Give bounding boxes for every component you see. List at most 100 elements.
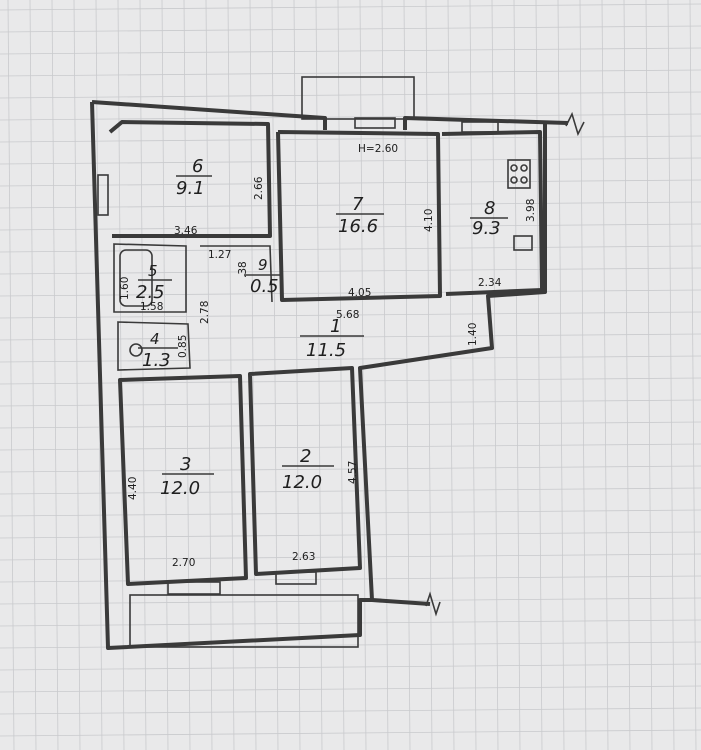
room-1-number: 1 xyxy=(330,316,341,337)
interior-walls xyxy=(108,120,544,586)
room-9-number: 9 xyxy=(258,256,268,274)
grid-line xyxy=(0,179,701,187)
grid-line xyxy=(0,377,701,385)
grid-line xyxy=(689,0,697,750)
room-5-area: 2.5 xyxy=(136,282,165,303)
grid-line xyxy=(0,333,701,341)
grid-line xyxy=(0,575,701,583)
room-2-number: 2 xyxy=(300,446,311,467)
grid-line xyxy=(0,3,701,11)
dim-r7-width: 4.05 xyxy=(348,287,371,299)
grid-line xyxy=(117,0,125,750)
outer-walls xyxy=(90,100,569,650)
grid-line xyxy=(183,0,191,750)
windows xyxy=(97,117,499,595)
room-3-number: 3 xyxy=(180,454,191,475)
grid-line xyxy=(315,0,323,750)
dim-hall-side: 2.78 xyxy=(199,301,211,324)
sink-icon xyxy=(513,235,533,251)
grid-line xyxy=(0,201,701,209)
grid-line xyxy=(0,113,701,121)
dim-r5-depth: 1.60 xyxy=(119,277,131,300)
grid-line xyxy=(0,223,701,231)
grid-line xyxy=(0,311,701,319)
room-4-area: 1.3 xyxy=(142,350,171,371)
break-mark-bottom xyxy=(425,591,441,617)
grid-line xyxy=(535,0,543,750)
grid-line xyxy=(0,69,701,77)
grid-line xyxy=(0,245,701,253)
grid-line xyxy=(425,0,433,750)
bathtub-icon xyxy=(119,249,153,307)
grid-line xyxy=(0,289,701,297)
room-7-area: 16.6 xyxy=(338,216,378,237)
grid-line xyxy=(381,0,389,750)
dim-r8-width: 2.34 xyxy=(478,277,502,289)
grid-line xyxy=(557,0,565,750)
grid-line xyxy=(0,663,701,671)
grid-line xyxy=(469,0,477,750)
grid-line xyxy=(447,0,455,750)
dim-hall-width: 5.68 xyxy=(336,309,359,321)
grid-line xyxy=(623,0,631,750)
grid-line xyxy=(337,0,345,750)
grid-line xyxy=(161,0,169,750)
dim-r2-width: 2.63 xyxy=(292,551,315,563)
grid-line xyxy=(7,0,15,750)
grid-line xyxy=(0,729,701,737)
grid-line xyxy=(403,0,411,750)
dim-r7-depth: 4.10 xyxy=(423,209,435,232)
grid-line xyxy=(0,685,701,693)
dim-r4-depth: 0.85 xyxy=(177,335,189,358)
balcony-top xyxy=(301,76,415,120)
grid-line xyxy=(645,0,653,750)
dim-r6-width: 3.46 xyxy=(174,225,198,237)
dim-r6-depth: 2.66 xyxy=(253,176,265,200)
grid-line xyxy=(0,47,701,55)
toilet-icon xyxy=(129,343,143,357)
dimension-labels: H=2.60 3.46 2.66 4.05 4.10 2.34 3.98 1.2… xyxy=(119,143,537,569)
grid-line xyxy=(0,487,701,495)
grid-line xyxy=(0,443,701,451)
room-1-area: 11.5 xyxy=(306,340,346,361)
grid-line xyxy=(0,157,701,165)
grid-line xyxy=(0,91,701,99)
dim-hall-depth: 1.40 xyxy=(467,323,479,346)
room-2-area: 12.0 xyxy=(282,472,322,493)
room-6-number: 6 xyxy=(192,156,203,177)
room-7-number: 7 xyxy=(352,194,364,215)
grid-line xyxy=(293,0,301,750)
grid-line xyxy=(0,597,701,605)
grid-line xyxy=(513,0,521,750)
room-6-area: 9.1 xyxy=(176,178,205,199)
grid-line xyxy=(0,399,701,407)
dim-r8-depth: 3.98 xyxy=(525,199,537,222)
grid-line xyxy=(667,0,675,750)
grid-line xyxy=(359,0,367,750)
stove-icon xyxy=(507,159,531,189)
grid-line xyxy=(0,531,701,539)
grid-line xyxy=(491,0,499,750)
room-5-number: 5 xyxy=(148,262,158,280)
grid-line xyxy=(0,421,701,429)
dim-r5-width: 1.58 xyxy=(140,301,163,313)
room-3-area: 12.0 xyxy=(160,478,200,499)
room-labels: 6 9.1 7 16.6 8 9.3 5 2.5 9 0.5 4 1.3 1 1… xyxy=(136,156,508,499)
grid-line xyxy=(73,0,81,750)
room-8-area: 9.3 xyxy=(472,218,501,239)
grid-line xyxy=(0,355,701,363)
grid-line xyxy=(0,509,701,517)
grid-line xyxy=(51,0,59,750)
grid-line xyxy=(0,25,701,33)
grid-line xyxy=(0,465,701,473)
dim-r9-width: 1.27 xyxy=(208,249,231,261)
grid-line xyxy=(0,553,701,561)
dim-r2-depth: 4.57 xyxy=(347,461,359,484)
grid-line xyxy=(0,619,701,627)
grid-line xyxy=(601,0,609,750)
grid-line xyxy=(29,0,37,750)
room-9-area: 0.5 xyxy=(250,276,279,297)
grid-line xyxy=(0,135,701,143)
ceiling-height: H=2.60 xyxy=(358,143,398,155)
